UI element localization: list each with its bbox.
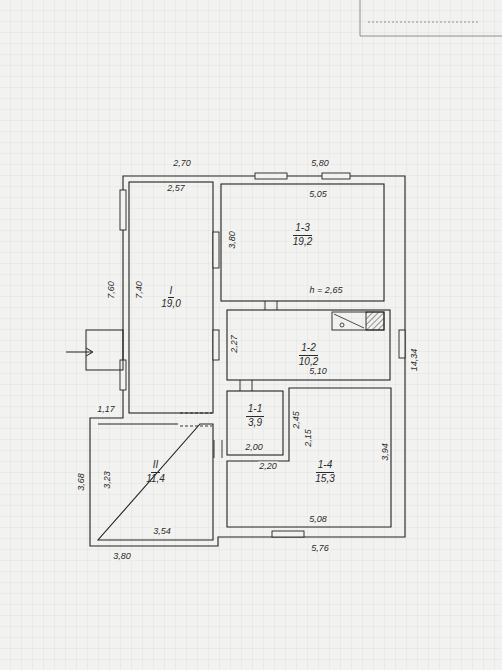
dimension-label: 14,34 [410,348,419,373]
dimension-label: 5,76 [310,544,330,553]
dimension-label: 7,40 [135,280,144,300]
entrance-arrow [66,352,92,353]
dimension-label: 3,68 [77,472,86,492]
doors [180,301,277,458]
dimension-label: 2,57 [166,184,186,193]
room-area: 19,2 [291,236,314,249]
window [213,232,219,268]
door-opening [265,301,277,310]
dimension-label: h = 2,65 [309,286,344,295]
room-number: II [151,459,161,473]
window [213,330,219,360]
windows [120,173,405,537]
stove [332,312,384,330]
room-area: 11,4 [144,473,167,486]
stove-diagonal [334,314,364,328]
dimension-label: 2,27 [230,334,239,354]
dimension-label: 2,15 [304,428,313,448]
room-outline [98,424,213,540]
room-outline [227,310,390,380]
walls [90,176,405,546]
room: II11,4 [100,432,211,512]
room-number: I [168,285,175,299]
dimension-label: 2,00 [244,443,264,452]
door-opening [240,380,252,391]
room: 1-415,3 [262,442,388,502]
dimension-label: 3,94 [381,442,390,462]
chimney [366,312,384,330]
room-outline [221,184,384,301]
dimension-label: 5,08 [308,515,328,524]
window [272,531,304,537]
room-outline [227,388,391,527]
dimension-label: 3,80 [112,552,132,561]
dimension-label: 5,05 [308,190,328,199]
dimension-label: 2,20 [258,462,278,471]
entrance [66,330,123,370]
dimension-label: 3,23 [103,470,112,490]
outer-wall [90,176,405,546]
window [255,173,287,179]
window [322,173,350,179]
window [120,190,126,230]
room-area: 19,0 [159,298,182,311]
porch [86,330,123,370]
stamp [360,0,502,36]
stamp-line [368,22,480,23]
room-number: 1-1 [246,403,264,417]
dimension-label: 5,80 [310,159,330,168]
dimension-label: 3,54 [152,527,172,536]
room-number: 1-2 [299,342,317,356]
stove-outline [332,312,384,330]
door-opening [180,413,212,426]
room: 1-13,9 [227,393,283,439]
stamp-frame [360,0,502,36]
room-outline [129,182,213,413]
window [399,330,405,358]
stove-ring [340,323,344,327]
dimension-label: 2,45 [292,410,301,430]
dimension-label: 1,17 [96,405,116,414]
dimension-label: 7,60 [107,280,116,300]
room-number: 1-3 [293,222,311,236]
room: 1-319,2 [221,190,384,280]
dimension-label: 3,80 [228,230,237,250]
room-outline [227,391,283,455]
arrow-head [86,348,93,356]
dimension-label: 2,70 [172,159,192,168]
door-opening [214,440,222,458]
room-area: 3,9 [246,417,264,430]
room-area: 15,3 [313,473,336,486]
dimension-label: 5,10 [308,367,328,376]
room-number: 1-4 [316,459,334,473]
